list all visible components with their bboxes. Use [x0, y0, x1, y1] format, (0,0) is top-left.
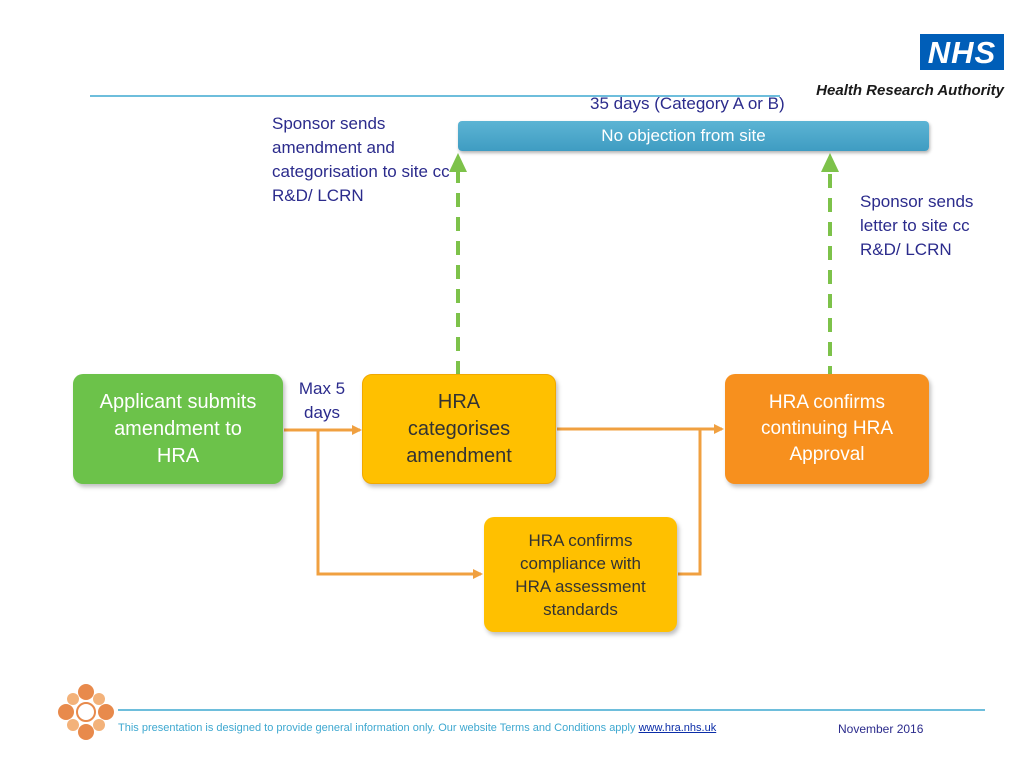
- org-name: Health Research Authority: [816, 82, 1004, 99]
- connector-compliance-to-approval: [678, 430, 702, 576]
- node-categorise-label: HRA categorises amendment: [406, 390, 512, 467]
- node-hra-approval: HRA confirms continuing HRA Approval: [725, 374, 929, 484]
- connector-to-compliance: [316, 430, 483, 579]
- nhs-logo: NHS: [920, 34, 1004, 70]
- footer-website-link[interactable]: www.hra.nhs.uk: [638, 722, 717, 734]
- annotation-sponsor-sends-letter: Sponsor sends letter to site cc R&D/ LCR…: [860, 192, 974, 259]
- node-approval-label: HRA confirms continuing HRA Approval: [760, 392, 894, 465]
- node-compliance-label: HRA confirms compliance with HRA assessm…: [515, 530, 646, 619]
- duration-label: 35 days (Category A or B): [590, 94, 785, 113]
- dashed-arrow-right-head: [821, 153, 839, 172]
- footer-disclaimer-text: This presentation is designed to provide…: [118, 722, 636, 734]
- node-hra-compliance: HRA confirms compliance with HRA assessm…: [484, 517, 677, 632]
- footer-disclaimer: This presentation is designed to provide…: [118, 722, 716, 734]
- annotation-sponsor-sends-amendment: Sponsor sends amendment and categorisati…: [272, 114, 450, 205]
- dashed-arrow-left-head: [449, 153, 467, 172]
- node-applicant-label: Applicant submits amendment to HRA: [99, 390, 257, 467]
- banner-text: No objection from site: [601, 126, 766, 145]
- hra-flower-logo-icon: [58, 684, 114, 740]
- annotation-max-days: Max 5 days: [298, 379, 346, 422]
- nhs-logo-text: NHS: [927, 34, 997, 70]
- no-objection-banner: No objection from site: [458, 121, 929, 151]
- footer-date: November 2016: [838, 722, 924, 736]
- node-hra-categorises: HRA categorises amendment: [362, 374, 556, 484]
- node-applicant-submits: Applicant submits amendment to HRA: [73, 374, 283, 484]
